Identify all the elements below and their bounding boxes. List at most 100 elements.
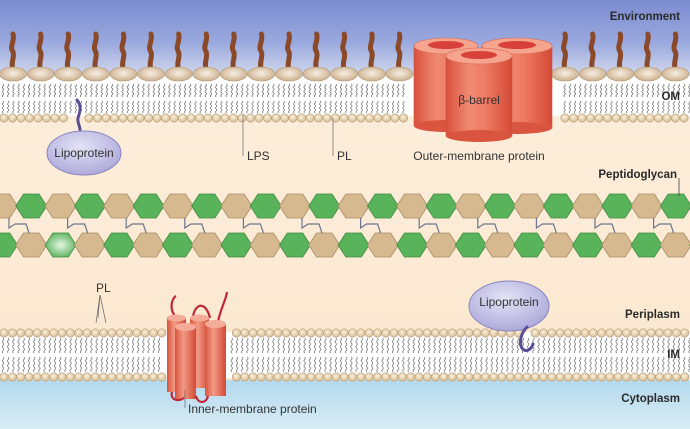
lipid-tail bbox=[547, 337, 551, 354]
phospholipid-head bbox=[305, 113, 315, 123]
lipid-tail bbox=[620, 100, 623, 114]
lipid-tail bbox=[443, 337, 447, 354]
lipid-tail bbox=[641, 356, 644, 373]
lipid-tail bbox=[90, 100, 93, 114]
lipid-tail bbox=[79, 356, 83, 373]
phospholipid-head bbox=[381, 113, 391, 123]
lipid-tail bbox=[173, 83, 176, 98]
lipid-tail bbox=[105, 356, 109, 373]
lipid-tail bbox=[12, 356, 15, 373]
lps-polysaccharide-chain bbox=[64, 31, 72, 73]
lipid-tail bbox=[672, 356, 675, 373]
lipid-tail bbox=[43, 337, 46, 354]
lps-polysaccharide-chain bbox=[9, 31, 16, 73]
lps-polysaccharide-chain bbox=[91, 31, 99, 73]
nam-sugar bbox=[659, 232, 690, 258]
lipoprotein-body bbox=[468, 280, 550, 332]
phospholipid-head bbox=[314, 328, 324, 338]
phospholipid-head bbox=[127, 113, 137, 123]
lipid-tail bbox=[625, 83, 629, 98]
lps-polysaccharide-chain bbox=[147, 31, 154, 73]
lipid-tail bbox=[563, 100, 566, 114]
lipid-tail bbox=[64, 356, 67, 373]
phospholipid-head bbox=[24, 113, 34, 123]
lipid-tail bbox=[308, 83, 311, 98]
lipoprotein-label: Lipoprotein bbox=[479, 295, 538, 309]
lipid-tail bbox=[480, 337, 483, 354]
lipid-tail bbox=[402, 100, 405, 114]
lipid-tail bbox=[105, 100, 109, 114]
lipid-tail bbox=[293, 356, 296, 373]
lipid-tail bbox=[371, 83, 374, 98]
lps-polysaccharide-chain bbox=[588, 31, 596, 73]
lipid-tail bbox=[620, 337, 623, 354]
pl-outer-label: PL bbox=[337, 149, 352, 163]
lipid-tail bbox=[495, 356, 499, 373]
lipid-tail bbox=[43, 356, 46, 373]
phospholipid-head bbox=[82, 372, 92, 382]
phospholipid-head bbox=[330, 113, 340, 123]
lipid-tail bbox=[38, 100, 41, 114]
phospholipid-head bbox=[296, 113, 306, 123]
lipid-tail bbox=[454, 337, 457, 354]
phospholipid-head bbox=[212, 113, 222, 123]
lipid-tail bbox=[677, 100, 681, 114]
lipid-tail bbox=[355, 356, 358, 373]
lipid-tail bbox=[589, 356, 592, 373]
lipid-tail bbox=[350, 356, 353, 373]
phospholipid-head bbox=[231, 328, 241, 338]
lipid-tail bbox=[672, 337, 675, 354]
lps-head bbox=[385, 66, 414, 82]
lipid-tail bbox=[334, 100, 337, 114]
lipid-tail bbox=[651, 83, 655, 98]
lipid-tail bbox=[277, 356, 280, 373]
phospholipid-head bbox=[148, 328, 158, 338]
phospholipid-head bbox=[372, 372, 382, 382]
lipid-tail bbox=[199, 83, 202, 98]
lipid-tail bbox=[246, 83, 249, 98]
lps-head bbox=[137, 66, 165, 82]
lipid-tail bbox=[631, 83, 634, 98]
lipid-tail bbox=[230, 337, 233, 354]
phospholipid-head bbox=[389, 372, 399, 382]
lipid-tail bbox=[137, 83, 140, 98]
lipid-tail bbox=[12, 100, 15, 114]
lipid-tail bbox=[662, 83, 665, 98]
lipid-tail bbox=[95, 337, 98, 354]
phospholipid-head bbox=[7, 372, 17, 382]
lipid-tail bbox=[85, 356, 88, 373]
lipid-tail bbox=[38, 83, 41, 98]
lipid-tail bbox=[313, 356, 317, 373]
lps-head bbox=[164, 66, 193, 82]
lipid-tail bbox=[194, 100, 197, 114]
lipid-tail bbox=[7, 356, 10, 373]
phospholipid-head bbox=[0, 328, 9, 338]
lipid-tail bbox=[157, 337, 161, 354]
lps-polysaccharide-chain bbox=[561, 31, 568, 73]
cytoplasm-background bbox=[0, 380, 690, 429]
lipid-tail bbox=[152, 100, 155, 114]
periplasm-label: Periplasm bbox=[625, 309, 680, 321]
phospholipid-head bbox=[124, 328, 134, 338]
lps-head bbox=[357, 66, 386, 82]
lipid-tail bbox=[126, 100, 129, 114]
lipid-tail bbox=[350, 100, 353, 114]
lipid-tail bbox=[610, 356, 613, 373]
lipid-tail bbox=[293, 83, 296, 98]
phospholipid-head bbox=[281, 328, 291, 338]
phospholipid-head bbox=[364, 328, 374, 338]
phospholipid-head bbox=[32, 328, 42, 338]
lipid-tail bbox=[485, 356, 488, 373]
lipid-tail bbox=[147, 100, 150, 114]
lipid-tail bbox=[230, 83, 233, 98]
lipid-tail bbox=[412, 337, 415, 354]
phospholipid-head bbox=[555, 372, 565, 382]
lipid-tail bbox=[199, 100, 202, 114]
lipid-tail bbox=[683, 100, 686, 114]
phospholipid-head bbox=[646, 372, 656, 382]
phospholipid-head bbox=[431, 328, 441, 338]
lipid-tail bbox=[381, 100, 384, 114]
phospholipid-head bbox=[563, 328, 573, 338]
lipid-tail bbox=[397, 356, 400, 373]
